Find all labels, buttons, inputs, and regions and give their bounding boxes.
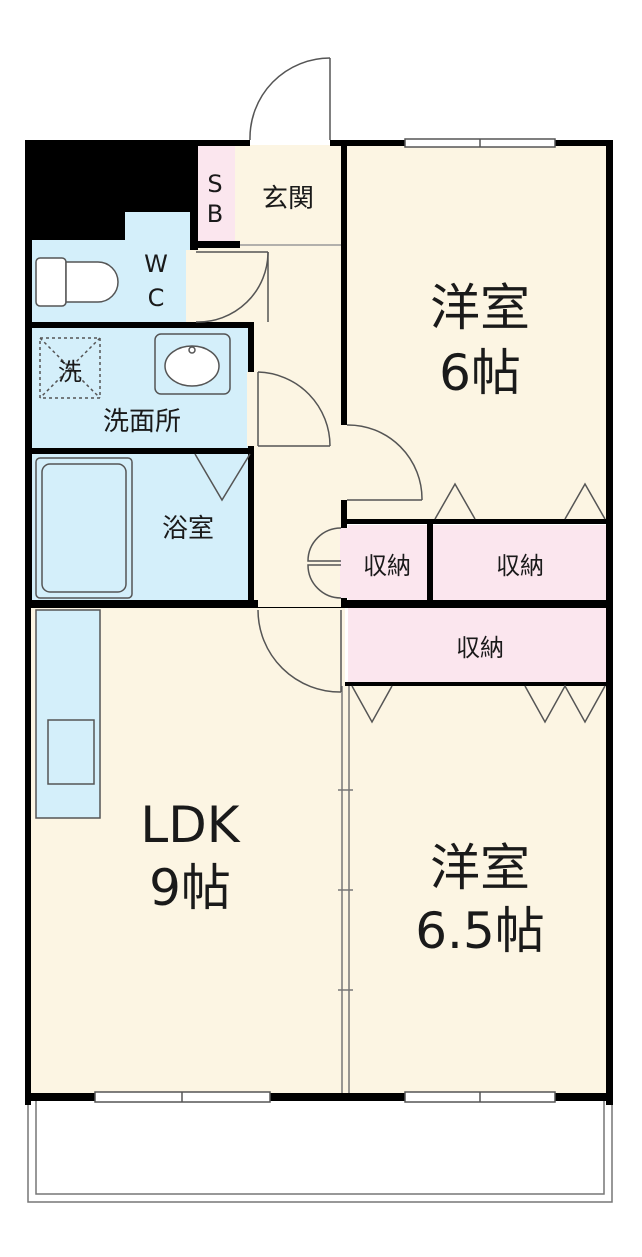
toilet-label-bottom: C bbox=[148, 284, 165, 312]
washbasin-icon bbox=[154, 333, 231, 395]
storage-3-floor bbox=[348, 608, 608, 682]
doors bbox=[186, 57, 423, 693]
western-room-2-size: 6.5帖 bbox=[415, 902, 545, 960]
storage-1-floor bbox=[348, 525, 427, 602]
western-room-2-name: 洋室 bbox=[430, 839, 530, 897]
toilet-icon bbox=[35, 257, 119, 307]
pipe-shaft bbox=[25, 140, 192, 600]
shoebox-label-top: S bbox=[207, 170, 222, 198]
closet-door-marks bbox=[194, 453, 606, 724]
sliding-partition bbox=[338, 686, 353, 1093]
western-room-1-name: 洋室 bbox=[430, 279, 530, 337]
entrance-floor bbox=[235, 145, 345, 243]
toilet-label-top: W bbox=[144, 250, 168, 278]
shoebox-label-bottom: B bbox=[207, 200, 223, 228]
bath-label: 浴室 bbox=[162, 514, 214, 544]
western-room-2-floor bbox=[345, 685, 610, 1093]
western-room-1-floor bbox=[345, 145, 610, 523]
storage-3-label: 収納 bbox=[456, 634, 504, 662]
ldk-size: 9帖 bbox=[149, 859, 231, 917]
shoebox-floor bbox=[198, 145, 235, 243]
balcony bbox=[27, 1100, 613, 1203]
labels: 洋室 6帖 洋室 6.5帖 LDK 9帖 玄関 S B W C 洗 洗面所 浴室… bbox=[58, 170, 545, 960]
storage-2-label: 収納 bbox=[496, 552, 544, 580]
washer-label: 洗 bbox=[58, 358, 82, 386]
washer-pan-icon bbox=[39, 337, 101, 399]
kitchen-counter bbox=[35, 609, 101, 819]
storage-1-label: 収納 bbox=[363, 552, 411, 580]
entrance-label: 玄関 bbox=[262, 184, 314, 214]
washroom-floor bbox=[32, 328, 252, 448]
washroom-label: 洗面所 bbox=[103, 407, 181, 437]
fixtures bbox=[35, 257, 231, 599]
ldk-name: LDK bbox=[140, 796, 240, 854]
bathtub-icon bbox=[35, 457, 133, 599]
windows bbox=[94, 138, 556, 1103]
storage-2-floor bbox=[432, 525, 608, 602]
western-room-1-size: 6帖 bbox=[439, 344, 521, 402]
kitchen-sink bbox=[47, 719, 95, 785]
